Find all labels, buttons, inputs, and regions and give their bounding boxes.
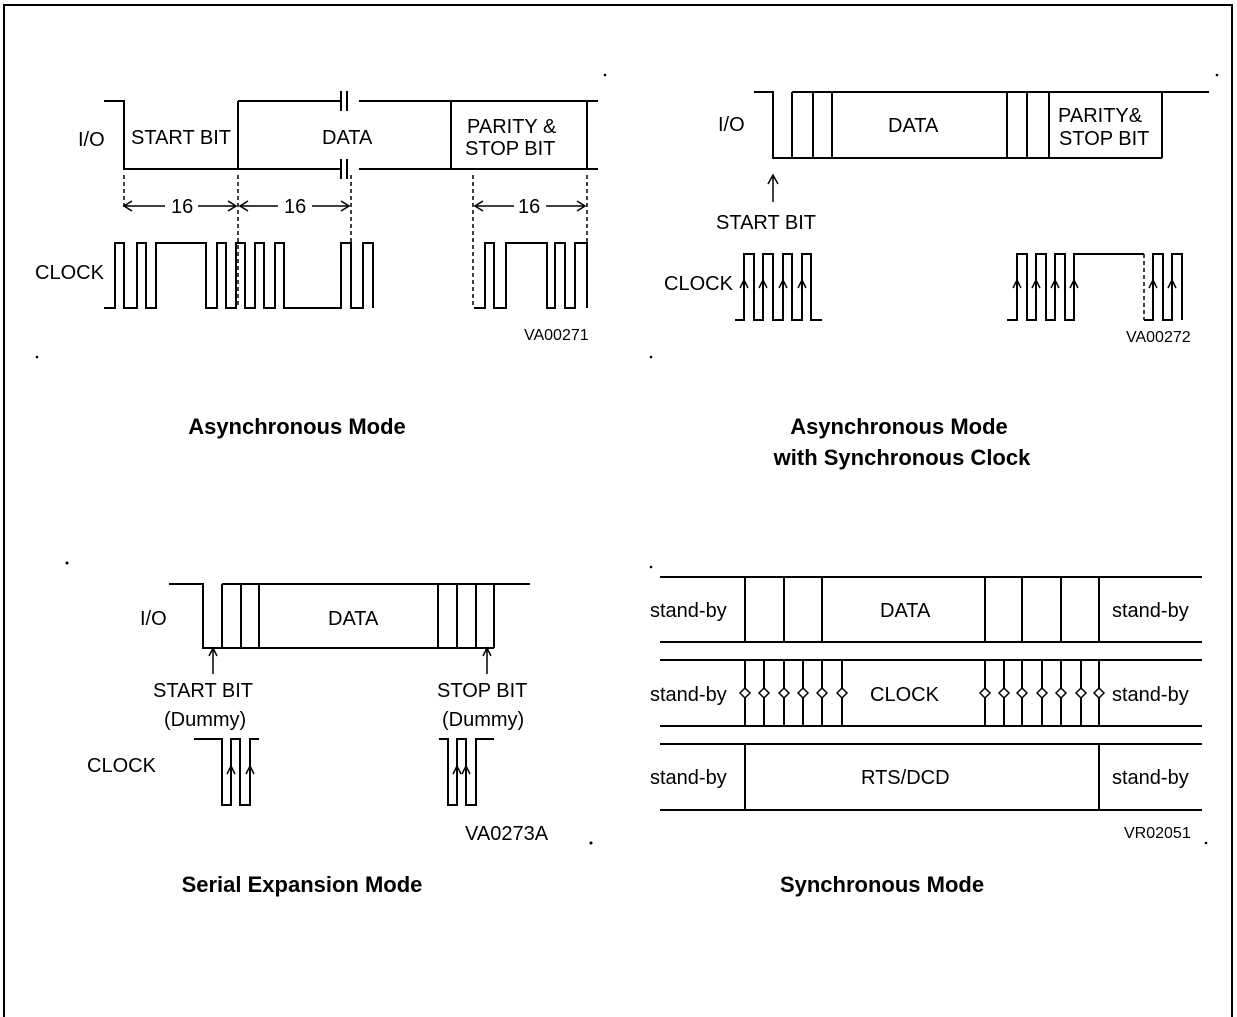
clock-waveform-left xyxy=(104,242,374,309)
count-arrowheads-a xyxy=(122,200,238,212)
standby-right: stand-by xyxy=(1112,600,1189,622)
clock-waveform-right xyxy=(474,242,588,309)
figure-frame xyxy=(3,4,1233,1017)
standby-right: stand-by xyxy=(1112,767,1189,789)
dot-mark xyxy=(589,841,593,845)
serial-expansion-panel: I/O DATA START BIT (Dummy) STOP BIT (Dum… xyxy=(87,583,549,897)
io-bit-dividers xyxy=(791,92,1163,158)
dot-mark xyxy=(65,561,69,565)
io-bottom-line xyxy=(237,101,598,170)
io-label: I/O xyxy=(718,114,745,136)
stop-bit-label: STOP BIT xyxy=(437,680,527,702)
break-marks xyxy=(340,91,348,179)
clock-waveform-mid xyxy=(1007,253,1144,321)
clock-transition-diamonds xyxy=(738,686,1106,700)
start-dummy-label: (Dummy) xyxy=(164,709,246,731)
start-bit-label: START BIT xyxy=(716,212,816,234)
count-label-b: 16 xyxy=(284,196,306,218)
async-sync-clock-panel: I/O DATA PARITY& STOP BIT START BIT CLOC… xyxy=(664,91,1209,470)
clock-edge-arrows xyxy=(226,764,255,803)
standby-left: stand-by xyxy=(650,600,727,622)
io-label: I/O xyxy=(140,608,167,630)
parity-label-line2: STOP BIT xyxy=(1059,128,1149,150)
count-label-c: 16 xyxy=(518,196,540,218)
count-label-a: 16 xyxy=(171,196,193,218)
start-bit-arrow xyxy=(208,646,218,674)
clock-label: CLOCK xyxy=(664,273,734,295)
dot-mark xyxy=(603,73,607,77)
clock-label: CLOCK xyxy=(870,684,940,706)
synchronous-panel: stand-by DATA stand-by stand-by CLOCK st… xyxy=(650,576,1202,897)
parity-label-line1: PARITY& xyxy=(1058,105,1143,127)
count-arrowheads-c xyxy=(473,200,587,212)
clock-row-lines xyxy=(660,659,1202,727)
standby-left: stand-by xyxy=(650,767,727,789)
io-frame xyxy=(169,583,530,649)
clock-edge-arrows xyxy=(452,764,471,803)
figure-code: VA00272 xyxy=(1126,329,1191,346)
io-start-edge xyxy=(104,100,238,170)
rts-row-lines xyxy=(660,743,1202,811)
start-bit-label: START BIT xyxy=(131,127,231,149)
panel-caption-line1: Asynchronous Mode xyxy=(790,414,1008,439)
clock-edge-arrows xyxy=(1012,278,1177,318)
start-bit-arrow xyxy=(767,173,779,202)
dot-mark xyxy=(649,565,653,569)
stop-bit-arrow xyxy=(482,646,492,674)
clock-label: CLOCK xyxy=(35,262,105,284)
data-label: DATA xyxy=(322,127,373,149)
figure-code: VR02051 xyxy=(1124,825,1191,842)
figure-code: VA00271 xyxy=(524,327,589,344)
io-bit-dividers xyxy=(221,584,495,648)
dot-mark xyxy=(1215,73,1219,77)
panel-caption: Serial Expansion Mode xyxy=(182,872,423,897)
clock-waveform-right xyxy=(439,738,494,806)
data-label: DATA xyxy=(880,600,931,622)
async-mode-panel: I/O START BIT DATA PARITY & STOP BIT 16 … xyxy=(35,91,598,439)
dot-mark xyxy=(35,355,39,359)
dot-mark xyxy=(649,355,653,359)
data-label: DATA xyxy=(328,608,379,630)
count-arrowheads-b xyxy=(238,200,351,212)
panel-caption-line2: with Synchronous Clock xyxy=(773,445,1031,470)
panel-caption: Synchronous Mode xyxy=(780,872,984,897)
io-frame xyxy=(754,91,1209,159)
parity-label-line2: STOP BIT xyxy=(465,138,555,160)
standby-left: stand-by xyxy=(650,684,727,706)
stop-dummy-label: (Dummy) xyxy=(442,709,524,731)
standby-right: stand-by xyxy=(1112,684,1189,706)
clock-waveform-left xyxy=(735,253,822,321)
data-label: DATA xyxy=(888,115,939,137)
io-label: I/O xyxy=(78,129,105,151)
clock-edge-arrows xyxy=(739,278,807,318)
clock-label: CLOCK xyxy=(87,755,157,777)
start-bit-label: START BIT xyxy=(153,680,253,702)
parity-box-edges xyxy=(450,101,588,169)
dot-mark xyxy=(1204,841,1208,845)
data-row-dividers xyxy=(744,577,1100,642)
rts-label: RTS/DCD xyxy=(861,767,950,789)
figure-code: VA0273A xyxy=(465,823,549,845)
panel-caption: Asynchronous Mode xyxy=(188,414,406,439)
parity-label-line1: PARITY & xyxy=(467,116,557,138)
data-row-lines xyxy=(660,576,1202,643)
rts-row-dividers xyxy=(744,744,1100,810)
